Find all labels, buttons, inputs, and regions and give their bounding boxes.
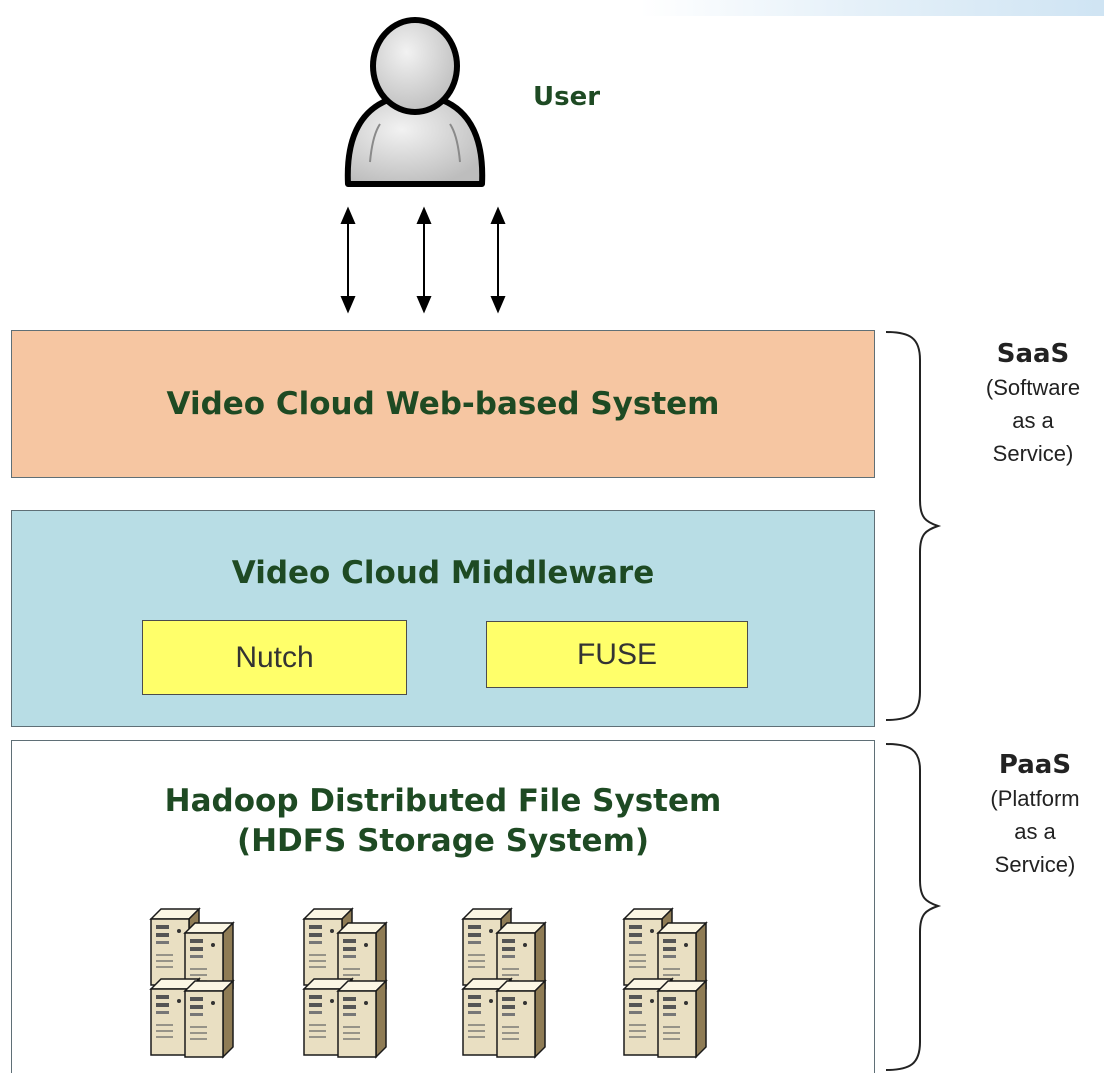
top-decoration: [640, 0, 1104, 16]
server-stack: [302, 907, 404, 1059]
bidirectional-arrows: [340, 206, 506, 314]
web-system-layer: Video Cloud Web-based System: [11, 330, 875, 478]
server-icon: [622, 907, 708, 1059]
server-stack: [461, 907, 563, 1059]
server-stack: [622, 907, 724, 1059]
user-label: User: [533, 82, 601, 112]
hdfs-layer: Hadoop Distributed File System (HDFS Sto…: [11, 740, 875, 1073]
hdfs-title: Hadoop Distributed File System (HDFS Sto…: [12, 781, 874, 861]
middleware-title: Video Cloud Middleware: [231, 555, 655, 591]
saas-full: (Software as a Service): [985, 375, 1081, 466]
saas-brace: [885, 331, 942, 721]
user-icon: [344, 17, 486, 187]
fuse-module: FUSE: [486, 621, 748, 688]
server-icon: [149, 907, 235, 1059]
bidirectional-arrow-icon: [416, 206, 432, 314]
hdfs-title-line2: (HDFS Storage System): [236, 823, 650, 859]
web-system-title: Video Cloud Web-based System: [166, 386, 720, 422]
middleware-layer: Video Cloud Middleware Nutch FUSE: [11, 510, 875, 727]
saas-tier-label: SaaS (Software as a Service): [953, 337, 1104, 470]
paas-brace: [885, 743, 942, 1071]
hdfs-title-line1: Hadoop Distributed File System: [164, 783, 722, 819]
nutch-module: Nutch: [142, 620, 407, 695]
server-icon: [461, 907, 547, 1059]
bidirectional-arrow-icon: [340, 206, 356, 314]
paas-full: (Platform as a Service): [990, 786, 1080, 877]
server-icon: [302, 907, 388, 1059]
paas-tier-label: PaaS (Platform as a Service): [955, 748, 1104, 881]
bidirectional-arrow-icon: [490, 206, 506, 314]
server-stack: [149, 907, 251, 1059]
saas-abbr: SaaS: [996, 339, 1070, 369]
paas-abbr: PaaS: [998, 750, 1072, 780]
